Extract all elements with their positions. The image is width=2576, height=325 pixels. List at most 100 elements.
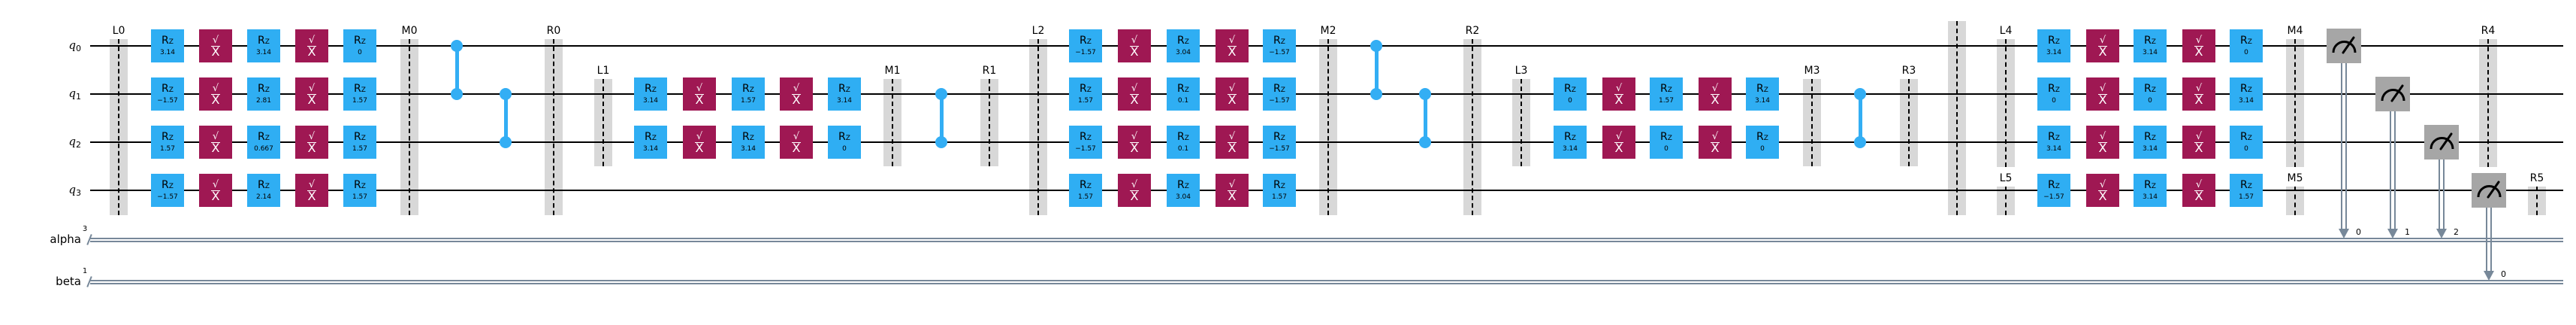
cz-control-dot <box>1854 88 1866 100</box>
sqrt-x-gate: √X <box>1216 77 1249 111</box>
sqrt-x-gate: √X <box>2086 126 2119 159</box>
barrier-label-R3: R3 <box>1901 65 1916 77</box>
sqrt-x-gate: √X <box>1602 126 1635 159</box>
sqrt-x-gate: √X <box>1118 77 1151 111</box>
barrier-label-R1: R1 <box>982 65 997 77</box>
sqrt-x-gate: √X <box>1699 77 1732 111</box>
qubit-wire-q3 <box>90 190 2563 191</box>
measure-arrow <box>2339 229 2349 238</box>
sqrt-x-gate: √X <box>1216 174 1249 207</box>
cz-control-dot <box>1370 88 1382 100</box>
barrier-label-L4: L4 <box>1999 25 2013 37</box>
sqrt-x-gate: √X <box>780 77 813 111</box>
cz-control-dot <box>935 136 947 148</box>
cz-connector <box>1424 94 1427 142</box>
measure-gate <box>2472 173 2506 208</box>
sqrt-x-gate: √X <box>1118 174 1151 207</box>
measure-wire <box>2486 208 2487 271</box>
measure-arrow <box>2436 229 2447 238</box>
measure-bit-label: 1 <box>2405 227 2410 237</box>
barrier-dash <box>118 39 119 215</box>
cz-connector <box>1859 94 1862 142</box>
barrier-label-M2: M2 <box>1320 25 1336 37</box>
barrier-dash <box>2294 39 2296 167</box>
register-slash-alpha <box>86 234 92 245</box>
cz-control-dot <box>1419 88 1431 100</box>
barrier-label-R4: R4 <box>2481 25 2496 37</box>
barrier-dash <box>892 79 893 166</box>
barrier-label-R5: R5 <box>2529 172 2544 184</box>
barrier-label-M1: M1 <box>884 65 901 77</box>
cz-connector <box>1375 46 1379 94</box>
qubit-label-q1: q1 <box>68 87 81 102</box>
barrier-label-M0: M0 <box>401 25 418 37</box>
qubit-label-q2: q2 <box>68 135 81 150</box>
measure-gate <box>2375 77 2410 111</box>
barrier-dash <box>1908 79 1910 166</box>
sqrt-x-gate: √X <box>295 29 328 62</box>
sqrt-x-gate: √X <box>1699 126 1732 159</box>
barrier-dash <box>1811 79 1813 166</box>
cz-control-dot <box>1854 136 1866 148</box>
barrier-label-L0: L0 <box>112 25 125 37</box>
classical-wire-beta-top <box>90 280 2563 281</box>
cz-connector <box>940 94 944 142</box>
measure-gate <box>2424 125 2459 159</box>
rz-gate: RZ−1.57 <box>151 174 184 207</box>
measure-wire <box>2345 63 2347 229</box>
cz-control-dot <box>1370 40 1382 52</box>
sqrt-x-gate: √X <box>2182 77 2215 111</box>
measure-wire <box>2439 159 2440 229</box>
barrier-label-L1: L1 <box>596 65 610 77</box>
register-size-beta: 1 <box>82 267 88 275</box>
barrier-label-M3: M3 <box>1804 65 1820 77</box>
measure-wire <box>2490 208 2492 271</box>
barrier-dash <box>2005 187 2007 215</box>
measure-wire <box>2443 159 2445 229</box>
rz-gate: RZ−1.57 <box>1263 126 1296 159</box>
cz-connector <box>455 46 459 94</box>
barrier-dash <box>2005 39 2007 167</box>
sqrt-x-gate: √X <box>199 77 232 111</box>
measure-wire <box>2390 111 2391 229</box>
barrier-label-L2: L2 <box>1031 25 1045 37</box>
rz-gate: RZ−1.57 <box>2037 174 2070 207</box>
sqrt-x-gate: √X <box>683 126 716 159</box>
cz-control-dot <box>451 40 463 52</box>
measure-wire <box>2341 63 2342 229</box>
rz-gate: RZ−1.57 <box>1069 29 1102 62</box>
sqrt-x-gate: √X <box>2086 29 2119 62</box>
sqrt-x-gate: √X <box>780 126 813 159</box>
barrier-dash <box>2487 39 2489 167</box>
barrier-label-R0: R0 <box>546 25 561 37</box>
barrier-label-M4: M4 <box>2287 25 2303 37</box>
sqrt-x-gate: √X <box>199 29 232 62</box>
cz-connector <box>504 94 508 142</box>
rz-gate: RZ−1.57 <box>1069 126 1102 159</box>
measure-arrow <box>2387 229 2398 238</box>
sqrt-x-gate: √X <box>1118 126 1151 159</box>
